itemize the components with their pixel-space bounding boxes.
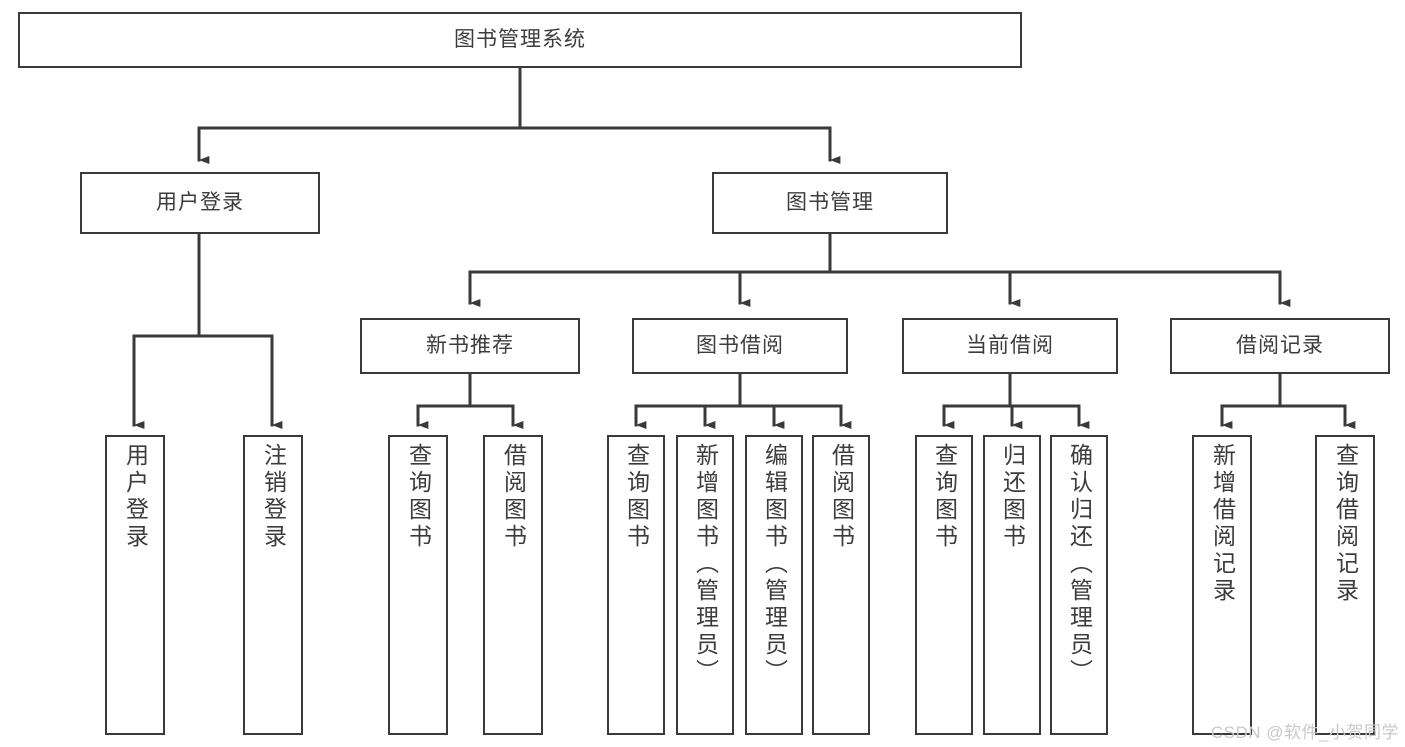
node-new-book-rec[interactable]: 新书推荐 xyxy=(360,318,580,374)
leaf-add-book[interactable]: 新增图书（管理员） xyxy=(676,435,734,735)
leaf-user-login-label: 用户登录 xyxy=(122,443,149,551)
watermark: CSDN @软件_小贺同学 xyxy=(1210,723,1399,742)
node-current-borrow[interactable]: 当前借阅 xyxy=(902,318,1118,374)
node-book-manage-label: 图书管理 xyxy=(786,190,874,214)
node-root-label: 图书管理系统 xyxy=(454,27,586,51)
node-new-book-rec-label: 新书推荐 xyxy=(426,333,514,357)
node-book-borrow[interactable]: 图书借阅 xyxy=(632,318,848,374)
leaf-add-record[interactable]: 新增借阅记录 xyxy=(1192,435,1252,735)
leaf-borrow-book-2-label: 借阅图书 xyxy=(828,443,855,551)
leaf-borrow-book-2[interactable]: 借阅图书 xyxy=(812,435,870,735)
node-user-login-label: 用户登录 xyxy=(156,190,244,214)
leaf-return-book[interactable]: 归还图书 xyxy=(983,435,1041,735)
leaf-borrow-book-1[interactable]: 借阅图书 xyxy=(483,435,543,735)
leaf-query-record[interactable]: 查询借阅记录 xyxy=(1315,435,1375,735)
leaf-add-record-label: 新增借阅记录 xyxy=(1209,443,1236,605)
leaf-confirm-return[interactable]: 确认归还（管理员） xyxy=(1050,435,1108,735)
node-borrow-record-label: 借阅记录 xyxy=(1236,333,1324,357)
leaf-logout[interactable]: 注销登录 xyxy=(243,435,303,735)
leaf-query-book-3-label: 查询图书 xyxy=(931,443,958,551)
leaf-query-book-3[interactable]: 查询图书 xyxy=(915,435,973,735)
leaf-edit-book-label: 编辑图书（管理员） xyxy=(761,443,788,686)
leaf-query-book-2-label: 查询图书 xyxy=(623,443,650,551)
leaf-query-record-label: 查询借阅记录 xyxy=(1332,443,1359,605)
leaf-query-book-1-label: 查询图书 xyxy=(405,443,432,551)
node-borrow-record[interactable]: 借阅记录 xyxy=(1170,318,1390,374)
node-book-manage[interactable]: 图书管理 xyxy=(712,172,948,234)
leaf-query-book-2[interactable]: 查询图书 xyxy=(607,435,665,735)
node-book-borrow-label: 图书借阅 xyxy=(696,333,784,357)
node-root[interactable]: 图书管理系统 xyxy=(18,12,1022,68)
leaf-user-login[interactable]: 用户登录 xyxy=(105,435,165,735)
leaf-query-book-1[interactable]: 查询图书 xyxy=(388,435,448,735)
leaf-logout-label: 注销登录 xyxy=(260,443,287,551)
leaf-borrow-book-1-label: 借阅图书 xyxy=(500,443,527,551)
node-user-login[interactable]: 用户登录 xyxy=(80,172,320,234)
leaf-confirm-return-label: 确认归还（管理员） xyxy=(1066,443,1093,686)
node-current-borrow-label: 当前借阅 xyxy=(966,333,1054,357)
leaf-return-book-label: 归还图书 xyxy=(999,443,1026,551)
leaf-add-book-label: 新增图书（管理员） xyxy=(692,443,719,686)
leaf-edit-book[interactable]: 编辑图书（管理员） xyxy=(745,435,803,735)
